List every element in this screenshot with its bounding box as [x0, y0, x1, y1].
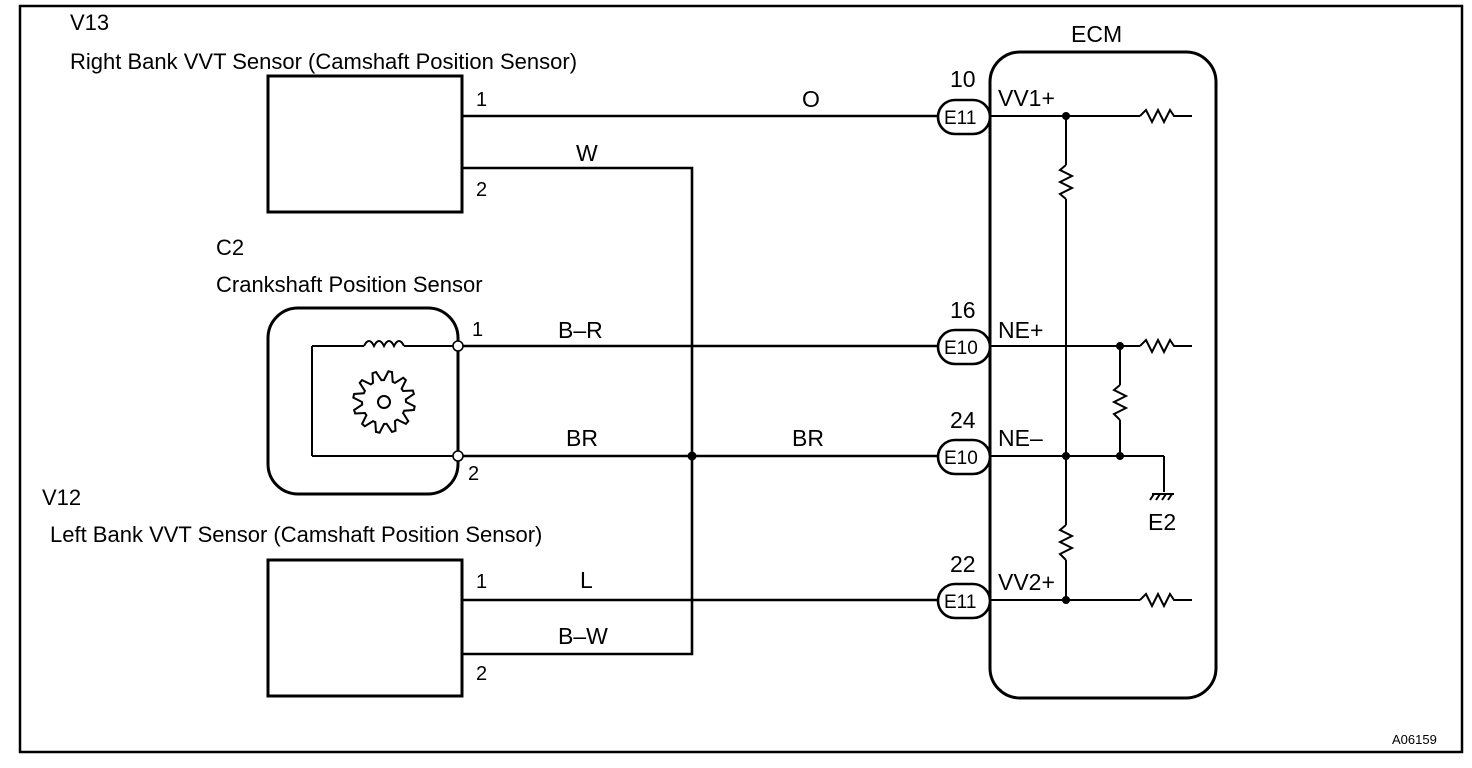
diagram-frame — [18, 4, 1464, 754]
connector-label-e10-a: E10 — [944, 338, 978, 359]
wire-label-l: L — [580, 567, 593, 593]
resistor-icon — [1057, 524, 1075, 561]
pin-number-22: 22 — [950, 551, 976, 577]
connector-e10-ne-minus: E10 24 — [936, 407, 992, 476]
v13-pin-1: 1 — [476, 89, 487, 111]
c2-pin-1: 1 — [472, 319, 483, 341]
connector-label-e11-a: E11 — [944, 108, 976, 129]
gear-hub — [377, 395, 391, 409]
c2-terminal-1 — [452, 340, 464, 352]
connector-label-e10-b: E10 — [944, 448, 978, 469]
wire-label-o: O — [802, 86, 820, 112]
v13-name: Right Bank VVT Sensor (Camshaft Position… — [70, 49, 577, 74]
connector-e10-ne-plus: E10 16 — [936, 297, 992, 366]
v12-pin-1: 1 — [476, 571, 487, 593]
terminal-vv1-plus: VV1+ — [998, 85, 1055, 111]
v12-name: Left Bank VVT Sensor (Camshaft Position … — [50, 522, 542, 547]
pin-number-10: 10 — [950, 66, 976, 92]
c2-crankshaft-position-sensor: C2 Crankshaft Position Sensor 1 2 — [216, 235, 483, 496]
resistor-icon — [1139, 107, 1192, 125]
connector-e11-vv1: E11 10 — [936, 66, 992, 136]
pickup-coil-icon — [363, 340, 405, 349]
wire-label-b-r: B–R — [558, 317, 603, 343]
v13-right-bank-vvt-sensor: V13 Right Bank VVT Sensor (Camshaft Posi… — [70, 10, 577, 214]
wire-label-br-right: BR — [792, 425, 824, 451]
c2-pin-2: 2 — [468, 463, 479, 485]
v12-code: V12 — [42, 485, 81, 510]
wire-label-w: W — [576, 140, 598, 166]
ecm-internal-circuit: E2 — [990, 107, 1192, 609]
resistor-icon — [1139, 591, 1192, 609]
v12-pin-2: 2 — [476, 663, 487, 685]
wire-label-b-w: B–W — [558, 623, 608, 649]
resistor-icon — [1057, 164, 1075, 200]
gear-rotor-icon — [352, 370, 416, 434]
v13-code: V13 — [70, 10, 109, 35]
c2-code: C2 — [216, 235, 244, 260]
c2-name: Crankshaft Position Sensor — [216, 272, 483, 297]
v13-sensor-body — [266, 74, 464, 214]
terminal-ne-minus: NE– — [998, 425, 1043, 451]
pin-number-16: 16 — [950, 297, 976, 323]
resistor-icon — [1139, 337, 1192, 355]
v13-pin-2: 2 — [476, 179, 487, 201]
figure-code: A06159 — [1392, 732, 1437, 747]
wiring: O W B–R BR BR L B–W — [462, 86, 940, 656]
ground-label-e2: E2 — [1148, 509, 1176, 535]
pin-number-24: 24 — [950, 407, 976, 433]
connector-label-e11-b: E11 — [944, 592, 976, 613]
connector-e11-vv2: E11 22 — [936, 551, 992, 620]
ecm: ECM E11 10 E10 16 E10 24 E11 22 VV1+ NE+… — [936, 21, 1218, 700]
c2-terminal-2 — [452, 450, 464, 462]
v12-sensor-body — [266, 558, 464, 698]
terminal-vv2-plus: VV2+ — [998, 569, 1055, 595]
terminal-ne-plus: NE+ — [998, 317, 1043, 343]
ecm-label: ECM — [1071, 21, 1122, 47]
wire-w-bw-ground-return — [462, 166, 694, 656]
ecm-body — [988, 50, 1218, 700]
wire-label-br-left: BR — [566, 425, 598, 451]
resistor-icon — [1111, 384, 1129, 421]
splice-junction — [687, 451, 697, 461]
v12-left-bank-vvt-sensor: V12 Left Bank VVT Sensor (Camshaft Posit… — [42, 485, 542, 698]
